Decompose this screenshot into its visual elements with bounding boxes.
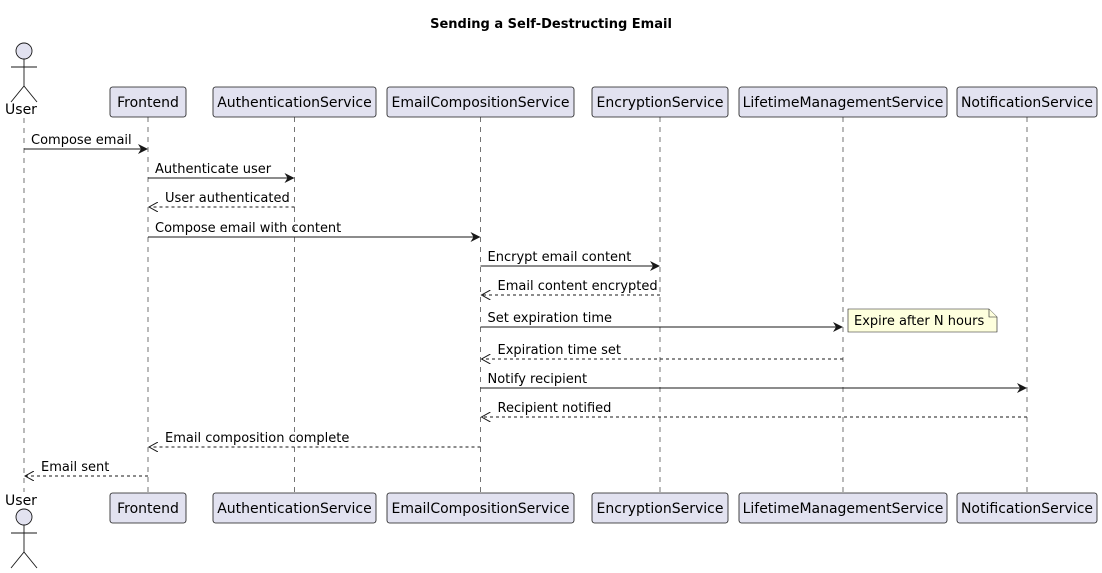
diagram-title: Sending a Self-Destructing Email [430,17,672,32]
actor-user-top: User [5,42,38,118]
message-12: Email sent [25,460,148,476]
participant-box [386,86,575,118]
note-fold-icon [988,309,997,318]
message-6: Email content encrypted [482,279,660,295]
message-label: Recipient notified [498,401,612,416]
message-label: Set expiration time [488,311,613,326]
participant-auth-top: AuthenticationService [212,86,377,118]
participant-compose-bottom: EmailCompositionService [386,492,575,524]
participant-lifetime-bottom: LifetimeManagementService [738,492,948,524]
participant-notify-bottom: NotificationService [956,492,1098,524]
participant-label: Frontend [117,95,179,111]
participant-encrypt-bottom: EncryptionService [591,492,729,524]
participants-top: Frontend AuthenticationService EmailCompos… [5,42,1098,118]
participant-notify-top: NotificationService [956,86,1098,118]
message-3: User authenticated [149,191,295,207]
message-label: Compose email with content [155,221,341,236]
message-11: Email composition complete [149,431,481,447]
message-label: Notify recipient [488,372,588,387]
message-label: Expiration time set [498,343,622,358]
participant-lifetime-top: LifetimeManagementService [738,86,948,118]
message-label: Email composition complete [165,431,349,446]
participant-compose-top: EmailCompositionService [386,86,575,118]
participant-box [109,86,187,118]
participant-label: LifetimeManagementService [743,95,944,111]
message-7: Set expiration time [480,311,843,332]
participant-box [591,492,729,524]
note-box [847,308,998,333]
actor-label: User [5,493,37,509]
participant-box [738,492,948,524]
participant-label: EmailCompositionService [391,95,569,111]
participant-box [212,86,377,118]
participant-label: EncryptionService [597,501,724,517]
actor-user-bottom: User [5,493,38,569]
participant-label: AuthenticationService [217,501,372,517]
participant-label: AuthenticationService [217,95,372,111]
participant-auth-bottom: AuthenticationService [212,492,377,524]
participant-encrypt-top: EncryptionService [591,86,729,118]
participant-box [956,492,1098,524]
participant-label: NotificationService [961,501,1093,517]
note: Expire after N hours [847,308,998,333]
participant-label: NotificationService [961,95,1093,111]
message-label: Email content encrypted [498,279,658,294]
message-label: Encrypt email content [488,250,632,265]
participant-box [109,492,187,524]
participant-box [738,86,948,118]
message-label: Compose email [31,133,132,148]
participant-box [956,86,1098,118]
participant-label: Frontend [117,501,179,517]
notes: Expire after N hours [847,308,998,333]
participant-frontend-top: Frontend [109,86,187,118]
message-9: Notify recipient [480,372,1027,393]
message-8: Expiration time set [482,343,843,359]
message-2: Authenticate user [148,162,295,183]
actor-figure-icon [10,508,38,569]
message-4: Compose email with content [148,221,481,242]
note-text: Expire after N hours [854,314,984,329]
participant-box [591,86,729,118]
message-10: Recipient notified [482,401,1027,417]
participant-label: EmailCompositionService [391,501,569,517]
participant-label: EncryptionService [597,95,724,111]
actor-figure-icon [10,42,38,103]
participants-bottom: Frontend AuthenticationService EmailCompos… [5,492,1098,569]
lifelines [23,117,1028,493]
message-5: Encrypt email content [480,250,660,271]
message-label: Authenticate user [155,162,272,177]
message-label: Email sent [41,460,109,475]
participant-box [386,492,575,524]
participant-box [212,492,377,524]
message-label: User authenticated [165,191,290,206]
actor-label: User [5,102,37,118]
participant-frontend-bottom: Frontend [109,492,187,524]
participant-label: LifetimeManagementService [743,501,944,517]
message-1: Compose email [24,133,148,154]
